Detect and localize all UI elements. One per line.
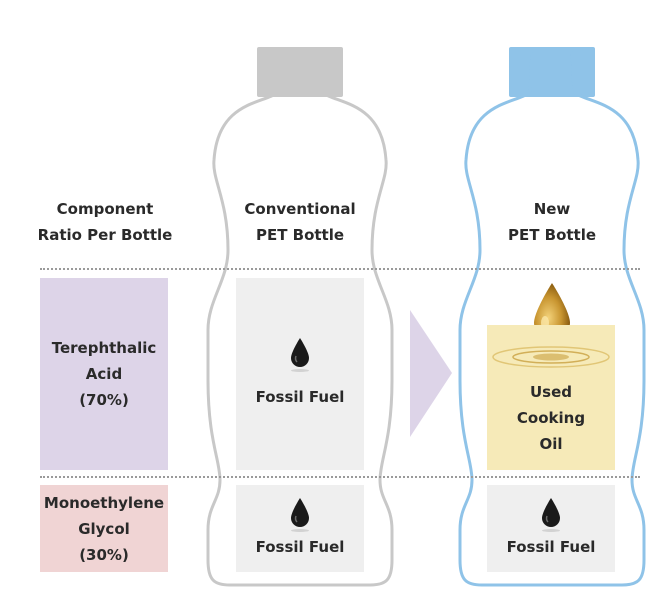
black-oil-drop-icon bbox=[542, 497, 560, 527]
conventional-bottle bbox=[206, 47, 394, 587]
header-new-pet-bottle: New PET Bottle bbox=[507, 200, 597, 244]
separator-middle bbox=[40, 476, 640, 478]
black-oil-drop-icon bbox=[291, 497, 309, 527]
new-bottle bbox=[458, 47, 646, 587]
separator-top bbox=[40, 268, 640, 270]
conventional-glycol-fossil-fuel-box: Fossil Fuel bbox=[236, 485, 364, 572]
monoethylene-glycol-box: Monoethylene Glycol (30%) bbox=[40, 485, 168, 572]
oil-ripple-icon bbox=[492, 346, 610, 368]
black-oil-drop-icon bbox=[291, 338, 309, 367]
terephthalic-acid-box: Terephthalic Acid (70%) bbox=[40, 278, 168, 470]
drop-shadow bbox=[291, 528, 309, 532]
new-bottle-cap bbox=[509, 47, 595, 97]
used-cooking-oil-box: Used Cooking Oil bbox=[487, 325, 615, 470]
header-conventional-pet-bottle: Conventional PET Bottle bbox=[244, 200, 356, 244]
drop-shadow bbox=[542, 528, 560, 532]
header-component-ratio: Component Ratio Per Bottle bbox=[37, 200, 173, 244]
conventional-acid-fossil-fuel-box: Fossil Fuel bbox=[236, 278, 364, 470]
right-arrow-icon bbox=[410, 310, 452, 437]
conventional-bottle-cap bbox=[257, 47, 343, 97]
used-cooking-oil-label: Used Cooking Oil bbox=[516, 382, 586, 453]
new-glycol-fossil-fuel-box: Fossil Fuel bbox=[487, 485, 615, 572]
drop-shadow bbox=[291, 369, 309, 372]
